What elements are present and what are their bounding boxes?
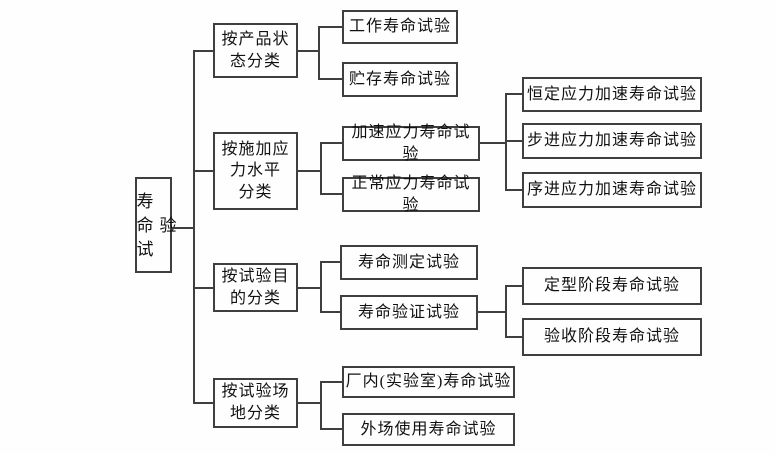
- node-in-factory-lab-life-test: 厂内(实验室)寿命试验: [342, 366, 515, 398]
- connector-line: [318, 78, 342, 80]
- connector-line: [193, 50, 195, 404]
- connector-line: [505, 336, 522, 338]
- node-step-stress-accelerated-life-test: 步进应力加速寿命试验: [522, 123, 702, 159]
- connector-line: [193, 50, 213, 52]
- node-working-life-test: 工作寿命试验: [342, 10, 458, 44]
- connector-line: [193, 402, 213, 404]
- connector-line: [505, 140, 522, 142]
- node-category-product-state: 按产品状 态分类: [213, 23, 298, 78]
- connector-line: [320, 142, 342, 144]
- connector-line: [298, 50, 318, 52]
- node-progressive-stress-accelerated-life-test: 序进应力加速寿命试验: [522, 172, 702, 208]
- connector-line: [505, 93, 507, 191]
- node-category-stress-level: 按施加应 力水平 分类: [213, 132, 298, 210]
- node-category-test-site: 按试验场 地分类: [213, 378, 298, 428]
- node-life-measurement-test: 寿命测定试验: [340, 245, 478, 280]
- connector-line: [320, 193, 342, 195]
- node-acceptance-stage-life-test: 验收阶段寿命试验: [522, 318, 702, 356]
- connector-line: [505, 285, 507, 338]
- connector-line: [320, 381, 342, 383]
- connector-line: [193, 287, 213, 289]
- connector-line: [318, 26, 342, 28]
- connector-line: [320, 142, 322, 195]
- node-constant-stress-accelerated-life-test: 恒定应力加速寿命试验: [522, 77, 702, 112]
- connector-line: [505, 93, 522, 95]
- node-category-test-purpose: 按试验目 的分类: [213, 263, 298, 312]
- node-accelerated-stress-life-test: 加速应力寿命试验: [342, 124, 480, 163]
- connector-line: [505, 285, 522, 287]
- connector-line: [320, 261, 340, 263]
- connector-line: [298, 402, 320, 404]
- node-storage-life-test: 贮存寿命试验: [342, 62, 458, 97]
- node-life-verification-test: 寿命验证试验: [340, 295, 478, 330]
- node-normal-stress-life-test: 正常应力寿命试验: [342, 175, 480, 214]
- connector-line: [298, 287, 320, 289]
- connector-line: [478, 311, 505, 313]
- connector-line: [320, 261, 322, 313]
- node-field-use-life-test: 外场使用寿命试验: [342, 413, 515, 446]
- connector-line: [318, 26, 320, 80]
- connector-line: [480, 142, 505, 144]
- connector-line: [298, 170, 320, 172]
- connector-line: [320, 311, 340, 313]
- connector-line: [320, 381, 322, 430]
- connector-line: [193, 170, 213, 172]
- connector-line: [172, 227, 193, 229]
- node-finalization-stage-life-test: 定型阶段寿命试验: [522, 267, 702, 305]
- node-life-test-root: 寿命试验: [134, 177, 175, 273]
- connector-line: [505, 189, 522, 191]
- connector-line: [320, 428, 342, 430]
